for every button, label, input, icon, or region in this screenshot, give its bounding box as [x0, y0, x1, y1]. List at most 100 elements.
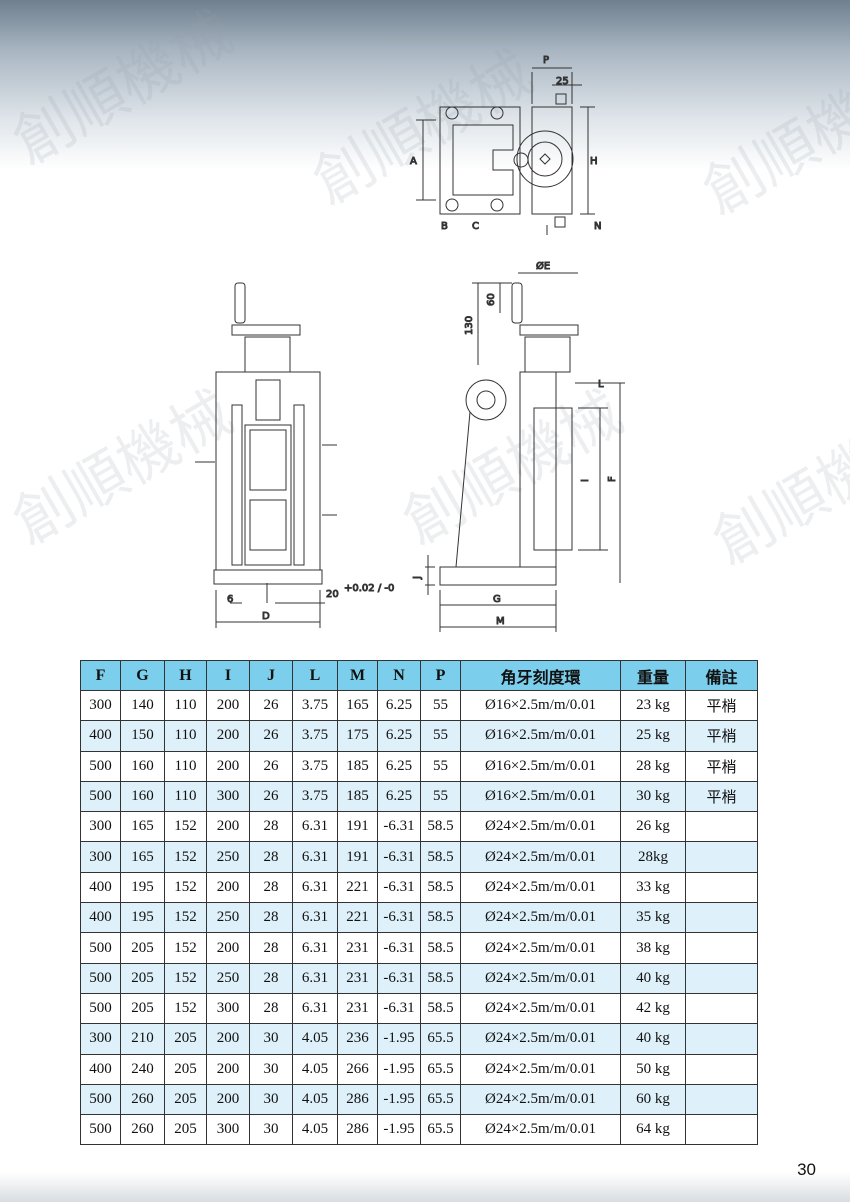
table-cell: 30 [249, 1023, 293, 1055]
table-cell [685, 1053, 758, 1085]
table-cell: 110 [164, 689, 207, 722]
table-cell: 65.5 [420, 1023, 461, 1055]
column-header: H [164, 660, 207, 691]
table-cell: 231 [337, 932, 378, 964]
table-cell: 28 [249, 932, 293, 964]
table-cell: 65.5 [420, 1053, 461, 1085]
table-cell: 55 [420, 780, 461, 813]
dim-J: J [412, 576, 423, 580]
dim-L: L [598, 379, 604, 390]
table-cell: 28 [249, 962, 293, 994]
table-cell: 221 [337, 902, 378, 934]
table-cell: Ø24×2.5m/m/0.01 [460, 811, 621, 843]
column-header: N [377, 660, 421, 691]
table-cell: 260 [120, 1114, 165, 1146]
table-cell: 58.5 [420, 992, 461, 1025]
table-cell: 500 [80, 750, 121, 782]
table-cell: 286 [337, 1114, 378, 1146]
side-view [425, 272, 625, 632]
table-cell: 平梢 [685, 780, 758, 813]
front-view [195, 282, 337, 628]
table-cell: -6.31 [377, 962, 421, 994]
table-cell: Ø24×2.5m/m/0.01 [460, 992, 621, 1025]
table-cell: -6.31 [377, 871, 421, 904]
table-cell: Ø24×2.5m/m/0.01 [460, 1053, 621, 1085]
table-cell: -1.95 [377, 1083, 421, 1116]
table-cell: 250 [206, 902, 250, 934]
table-cell: -1.95 [377, 1053, 421, 1085]
table-cell: 240 [120, 1053, 165, 1085]
table-cell: 3.75 [292, 750, 338, 782]
table-cell: 平梢 [685, 750, 758, 782]
dim-B: B [441, 221, 448, 232]
table-cell: 210 [120, 1023, 165, 1055]
table-cell: 26 [249, 780, 293, 813]
table-cell: 165 [120, 811, 165, 843]
table-cell: Ø24×2.5m/m/0.01 [460, 1114, 621, 1146]
table-cell: 6.25 [377, 750, 421, 782]
table-cell: 6.31 [292, 811, 338, 843]
table-cell: 28 [249, 902, 293, 934]
table-cell: 300 [80, 811, 121, 843]
dim-130: 130 [464, 316, 475, 335]
table-cell: -1.95 [377, 1023, 421, 1055]
column-header: P [420, 660, 461, 691]
table-cell: 231 [337, 962, 378, 994]
table-cell: 110 [164, 720, 207, 752]
table-cell: 38 kg [620, 932, 686, 964]
table-cell: 平梢 [685, 720, 758, 752]
table-cell: 205 [164, 1053, 207, 1085]
table-cell: Ø16×2.5m/m/0.01 [460, 689, 621, 722]
table-cell: 160 [120, 750, 165, 782]
footer-bar [0, 1172, 850, 1202]
dim-F: F [607, 476, 618, 482]
table-cell: 175 [337, 720, 378, 752]
table-cell: 58.5 [420, 871, 461, 904]
table-cell: 6.31 [292, 962, 338, 994]
table-cell: 152 [164, 811, 207, 843]
table-cell: 40 kg [620, 962, 686, 994]
table-cell: 195 [120, 871, 165, 904]
table-cell: 30 kg [620, 780, 686, 813]
table-cell [685, 811, 758, 843]
table-cell: 200 [206, 1053, 250, 1085]
table-cell: 191 [337, 811, 378, 843]
table-cell: Ø24×2.5m/m/0.01 [460, 871, 621, 904]
table-cell: 185 [337, 750, 378, 782]
table-cell [685, 871, 758, 904]
table-cell: 65.5 [420, 1083, 461, 1116]
table-cell: 205 [164, 1023, 207, 1055]
table-cell: 40 kg [620, 1023, 686, 1055]
table-cell: 152 [164, 932, 207, 964]
table-cell [685, 1023, 758, 1055]
table-cell: 58.5 [420, 811, 461, 843]
table-cell: 152 [164, 902, 207, 934]
dim-20: 20 [326, 589, 339, 600]
table-cell: 300 [80, 841, 121, 873]
header-background [0, 0, 850, 170]
table-cell: 500 [80, 1083, 121, 1116]
table-cell: 150 [120, 720, 165, 752]
table-cell [685, 962, 758, 994]
table-cell: 58.5 [420, 841, 461, 873]
column-header: 備註 [685, 660, 758, 691]
table-cell: 26 [249, 750, 293, 782]
table-cell: 400 [80, 1053, 121, 1085]
page-number: 30 [797, 1160, 816, 1179]
table-cell: 250 [206, 841, 250, 873]
table-cell: 200 [206, 1023, 250, 1055]
table-cell: 300 [206, 992, 250, 1025]
table-cell: 200 [206, 871, 250, 904]
dim-25: 25 [556, 76, 569, 87]
table-cell: 58.5 [420, 962, 461, 994]
table-cell: Ø24×2.5m/m/0.01 [460, 932, 621, 964]
table-cell: 205 [164, 1083, 207, 1116]
table-cell: 4.05 [292, 1083, 338, 1116]
table-cell: Ø16×2.5m/m/0.01 [460, 720, 621, 752]
